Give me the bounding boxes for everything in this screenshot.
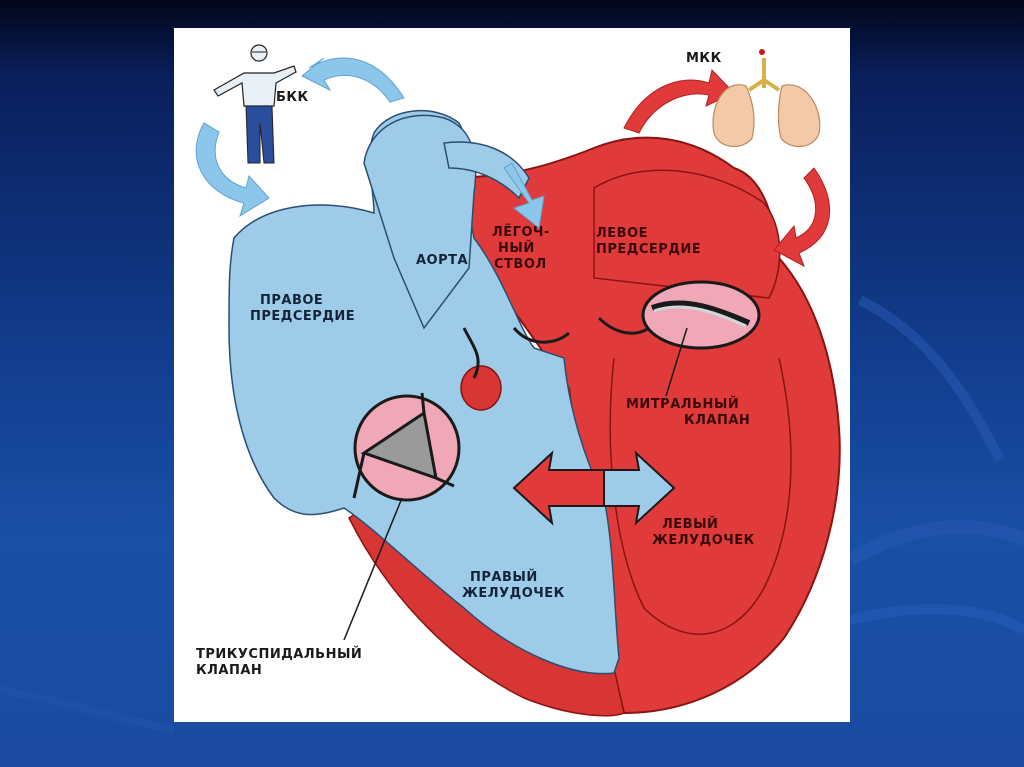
left-atrium-label-1: ЛЕВОЕ xyxy=(596,226,648,241)
lungs-icon xyxy=(712,49,821,147)
heart-diagram-panel: БКК МКК АОРТА ЛЁГОЧ- НЫЙ СТВОЛ ЛЕВОЕ ПРЕ… xyxy=(174,28,850,722)
left-atrium-label-2: ПРЕДСЕРДИЕ xyxy=(596,242,701,257)
pulmonary-blue-arrow xyxy=(503,162,545,229)
tricuspid-valve xyxy=(352,392,461,502)
mitral-valve-label-2: КЛАПАН xyxy=(684,413,750,428)
bkk-label: БКК xyxy=(276,90,309,105)
pulmonary-branch xyxy=(443,141,530,200)
aortic-valve-knob xyxy=(460,365,502,411)
tricuspid-valve-label-2: КЛАПАН xyxy=(196,663,262,678)
mitral-leader-line xyxy=(665,327,688,397)
valve-hook-right xyxy=(512,326,570,344)
mkk-label: МКК xyxy=(686,51,722,66)
heart-diagram: БКК МКК АОРТА ЛЁГОЧ- НЫЙ СТВОЛ ЛЕВОЕ ПРЕ… xyxy=(195,44,841,717)
mitral-valve xyxy=(641,280,761,350)
pulmonary-trunk-label-1: ЛЁГОЧ- xyxy=(492,224,550,240)
pulmonary-trunk-label-3: СТВОЛ xyxy=(494,257,547,272)
aorta-arch xyxy=(363,114,477,330)
pulmonary-trunk-label-2: НЫЙ xyxy=(498,240,535,256)
valve-hook-left xyxy=(462,327,480,379)
aorta-label: АОРТА xyxy=(416,253,468,268)
mkk-arrow-right xyxy=(773,167,830,268)
tricuspid-valve-label-1: ТРИКУСПИДАЛЬНЫЙ xyxy=(196,646,362,662)
left-ventricle-label-1: ЛЕВЫЙ xyxy=(662,516,718,532)
right-atrium-label-1: ПРАВОЕ xyxy=(260,293,323,308)
right-ventricle-label-1: ПРАВЫЙ xyxy=(470,569,538,585)
right-atrium-label-2: ПРЕДСЕРДИЕ xyxy=(250,309,355,324)
tricuspid-leader-line xyxy=(343,497,403,641)
person-icon xyxy=(213,44,297,164)
right-ventricle-label-2: ЖЕЛУДОЧЕК xyxy=(462,586,565,601)
bkk-arrow-top xyxy=(301,57,405,103)
mitral-valve-label-1: МИТРАЛЬНЫЙ xyxy=(626,396,739,412)
left-ventricle-label-2: ЖЕЛУДОЧЕК xyxy=(652,533,755,548)
left-atrium-bulge xyxy=(593,169,781,299)
septum-double-arrow xyxy=(512,450,676,526)
bkk-arrow-left xyxy=(195,122,270,218)
valve-hook-mitral xyxy=(597,316,650,335)
